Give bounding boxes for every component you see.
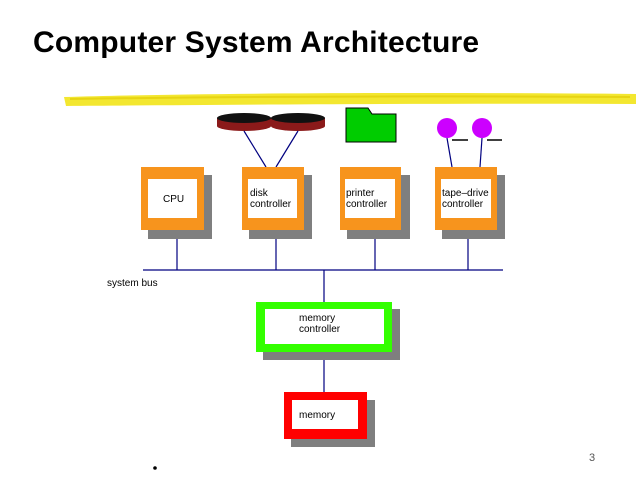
tape-drive-controller-label-line1: tape–drive	[442, 188, 489, 199]
slide-title: Computer System Architecture	[33, 26, 480, 59]
title-underline	[64, 93, 636, 106]
memory-controller-label-line2: controller	[299, 324, 341, 335]
memory-controller-box: memory controller	[256, 302, 400, 360]
disk-controller-label-line2: controller	[250, 199, 292, 210]
printer-icon	[345, 107, 397, 143]
disk-icon	[217, 113, 271, 131]
stray-dot	[153, 466, 157, 470]
memory-label: memory	[299, 410, 335, 421]
printer-controller-box: printer controller	[340, 167, 410, 239]
disk-controller-label-line1: disk	[250, 188, 269, 199]
disk-controller-box: disk controller	[242, 167, 312, 239]
memory-box: memory	[284, 392, 375, 447]
page-number: 3	[589, 452, 596, 464]
device-wires	[243, 130, 483, 168]
disk-icon	[271, 113, 325, 131]
memory-controller-label-line1: memory	[299, 313, 335, 324]
printer-controller-label-line1: printer	[346, 188, 375, 199]
printer-controller-label-line2: controller	[346, 199, 388, 210]
system-bus-label: system bus	[107, 278, 158, 289]
tape-drive-icon	[437, 118, 468, 141]
tape-drive-controller-label-line2: controller	[442, 199, 484, 210]
cpu-box: CPU	[141, 167, 212, 239]
tape-drive-icon	[472, 118, 502, 141]
tape-drive-controller-box: tape–drive controller	[435, 167, 505, 239]
cpu-label: CPU	[163, 194, 184, 205]
title-underline-stroke	[69, 95, 631, 100]
